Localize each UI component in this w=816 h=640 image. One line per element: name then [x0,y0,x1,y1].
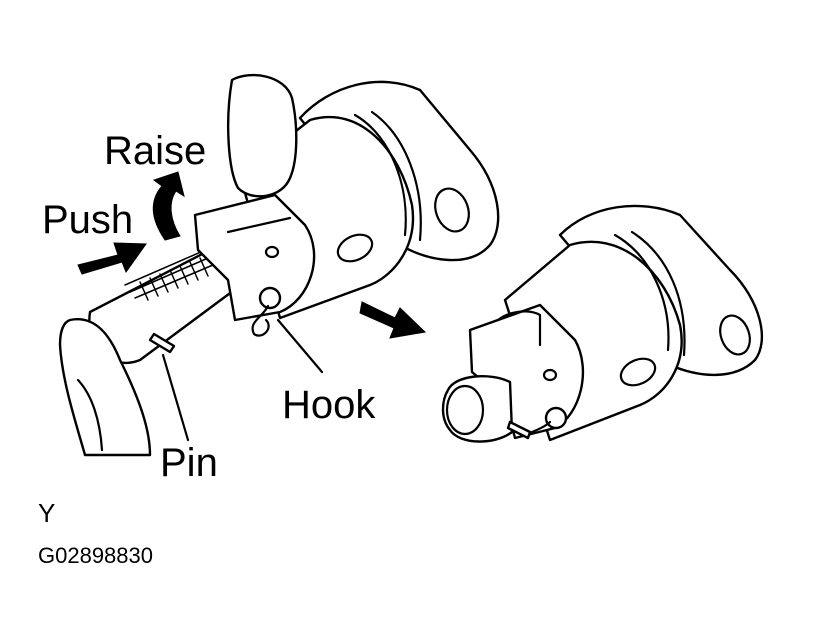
hook-leader-line [276,318,324,374]
right-hook-wire [530,420,552,434]
right-cylinder-assembly [441,204,763,443]
push-label: Push [42,198,134,242]
left-body-slot [336,233,374,263]
right-flange-bolt-hole [719,314,751,356]
left-flange-bolt-hole [434,187,470,233]
left-hook-wire [251,304,270,337]
right-body-slot [619,357,657,387]
left-cylinder-assembly [58,73,500,457]
thumb [226,73,298,198]
right-shaft-stub [441,375,514,443]
raise-arrow-icon [152,171,185,241]
right-screw [542,368,558,382]
removal-direction-arrow-icon [359,301,427,339]
right-hook-head [544,406,568,430]
left-screw [264,245,280,259]
left-head-block [193,193,316,322]
view-letter: Y [38,498,56,528]
left-hook-head [258,286,282,310]
left-fingers [58,318,152,457]
pin-label: Pin [160,441,218,485]
figure-code: G02898830 [38,543,153,568]
raise-label: Raise [104,129,207,173]
right-pin [506,420,532,440]
right-head-block [468,303,585,440]
push-arrow-icon [77,242,147,275]
pin-leader-line [161,353,190,442]
hook-label: Hook [282,383,376,427]
left-pin [148,332,176,354]
